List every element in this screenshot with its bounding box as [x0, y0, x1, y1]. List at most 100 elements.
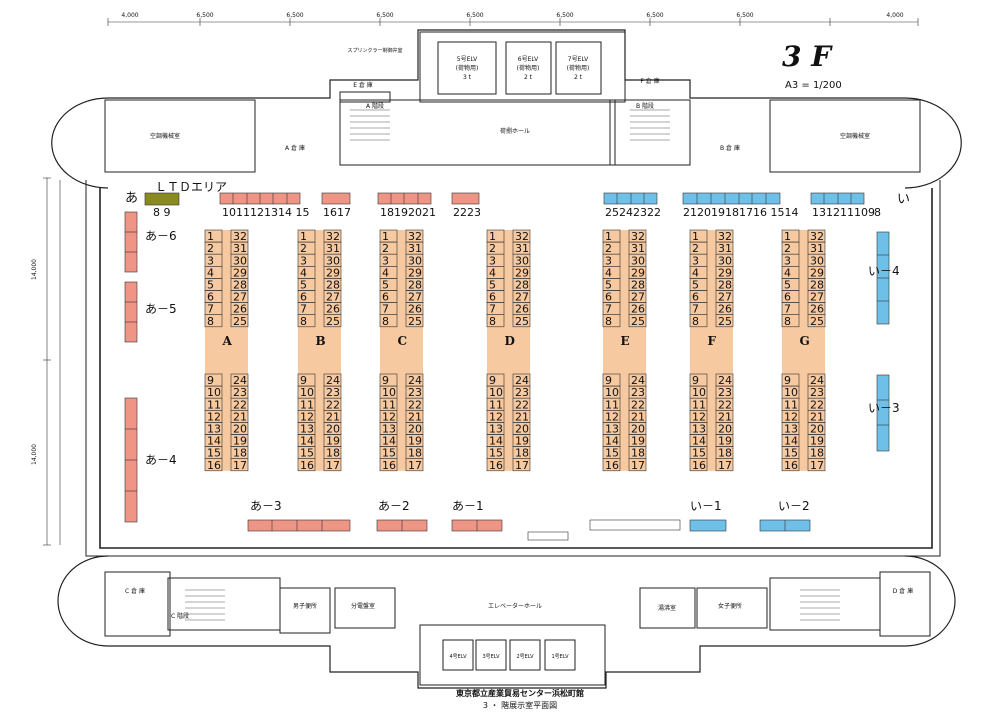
booth-cell[interactable]	[689, 458, 708, 472]
booth-cell[interactable]	[715, 314, 734, 328]
top-booth-numbers: 8 9 1011121314 15 1617 18192021 2223 252…	[153, 206, 881, 219]
booth-a3[interactable]	[247, 519, 351, 532]
booth-number: 8	[605, 315, 612, 328]
booth-number: 28	[631, 279, 645, 292]
island-label: E	[621, 334, 630, 348]
booth-i1[interactable]	[689, 519, 727, 532]
scale-label: A3 = 1/200	[785, 80, 842, 91]
booth-cell[interactable]	[297, 314, 316, 328]
booth-number: 2	[692, 242, 699, 255]
booth-number: 14	[382, 435, 396, 448]
zone-a4-label: あ－4	[145, 453, 177, 467]
booth-number: 9	[692, 374, 699, 387]
booth-number: 32	[810, 230, 824, 243]
booth-cell[interactable]	[323, 314, 342, 328]
zone-a3-label: あ－3	[250, 499, 282, 513]
elv5-sub: (荷物用)	[456, 64, 479, 72]
booth-a6[interactable]	[124, 211, 138, 273]
booth-cell[interactable]	[204, 314, 223, 328]
booth-number: 16	[300, 459, 314, 472]
booth-cell[interactable]	[512, 458, 531, 472]
booth-cell[interactable]	[204, 458, 223, 472]
elv5-cap: 3 t	[463, 74, 472, 81]
booth-number: 5	[489, 279, 496, 292]
booth-cell[interactable]	[297, 458, 316, 472]
zone-i3-label: い－3	[868, 401, 900, 415]
booth-cell[interactable]	[379, 314, 398, 328]
booth-strip-22-23[interactable]	[451, 192, 480, 205]
booth-cell[interactable]	[807, 458, 826, 472]
booth-strip-21-14[interactable]	[682, 192, 781, 205]
booth-number: 23	[408, 386, 422, 399]
booth-cell[interactable]	[715, 458, 734, 472]
booth-cell[interactable]	[230, 314, 249, 328]
booth-number: 29	[408, 266, 422, 279]
booth-a5[interactable]	[124, 281, 138, 343]
booth-number: 8	[382, 315, 389, 328]
booth-number: 27	[718, 291, 732, 304]
booth-number: 16	[784, 459, 798, 472]
booth-number: 29	[326, 266, 340, 279]
booth-cell[interactable]	[628, 314, 647, 328]
b-storage-label: B 倉 庫	[720, 144, 740, 152]
booth-i3[interactable]	[876, 374, 890, 452]
booth-cell[interactable]	[379, 458, 398, 472]
booth-cell[interactable]	[689, 314, 708, 328]
booth-number: 4	[784, 266, 791, 279]
booth-number: 17	[408, 459, 422, 472]
booth-strip-16-17[interactable]	[321, 192, 351, 205]
booth-cell[interactable]	[405, 458, 424, 472]
booth-number: 25	[233, 315, 247, 328]
booth-number: 12	[207, 410, 221, 423]
booth-number: 18	[718, 447, 732, 460]
booth-number: 25	[326, 315, 340, 328]
booth-cell[interactable]	[807, 314, 826, 328]
booth-number: 20	[515, 423, 529, 436]
booth-number: 19	[810, 435, 824, 448]
booth-number: 30	[233, 254, 247, 267]
booth-cell[interactable]	[602, 314, 621, 328]
booth-cell[interactable]	[628, 458, 647, 472]
booth-number: 26	[810, 303, 824, 316]
booth-strip-18-21[interactable]	[377, 192, 432, 205]
booth-number: 7	[382, 303, 389, 316]
booth-cell[interactable]	[512, 314, 531, 328]
booth-cell[interactable]	[230, 458, 249, 472]
elv7-sub: (荷物用)	[567, 64, 590, 72]
footer-subtitle: 3 ・ 階展示室平面図	[483, 700, 557, 710]
island-label: F	[708, 334, 717, 348]
zone-a6-label: あ－6	[145, 229, 177, 243]
booth-number: 16	[692, 459, 706, 472]
booth-number: 20	[408, 423, 422, 436]
booth-cell[interactable]	[323, 458, 342, 472]
booth-number: 21	[810, 410, 824, 423]
booth-number: 14	[605, 435, 619, 448]
booth-number: 6	[489, 291, 496, 304]
booth-number: 7	[300, 303, 307, 316]
booth-number: 31	[326, 242, 340, 255]
booth-number: 1	[784, 230, 791, 243]
booth-number: 1	[605, 230, 612, 243]
booth-number: 32	[408, 230, 422, 243]
booth-cell[interactable]	[486, 458, 505, 472]
booth-number: 31	[718, 242, 732, 255]
booth-number: 9	[784, 374, 791, 387]
bottom-zone-labels: あ－3 あ－2 あ－1 い－1 い－2	[250, 499, 810, 513]
booth-cell[interactable]	[486, 314, 505, 328]
booth-cell[interactable]	[602, 458, 621, 472]
booth-number: 23	[326, 386, 340, 399]
booth-number: 5	[692, 279, 699, 292]
booth-number: 13	[784, 423, 798, 436]
booth-number: 22	[810, 398, 824, 411]
booth-cell[interactable]	[405, 314, 424, 328]
booth-cell[interactable]	[781, 314, 800, 328]
a-storage-label: A 倉 庫	[285, 144, 305, 152]
booth-strip-25-22[interactable]	[603, 192, 658, 205]
zone-a1-label: あ－1	[452, 499, 484, 513]
booth-cell[interactable]	[781, 458, 800, 472]
booth-number: 11	[382, 398, 396, 411]
island-label: A	[222, 334, 233, 348]
booth-number: 20	[810, 423, 824, 436]
booth-strip-13-9[interactable]	[810, 192, 865, 205]
booth-number: 23	[233, 386, 247, 399]
